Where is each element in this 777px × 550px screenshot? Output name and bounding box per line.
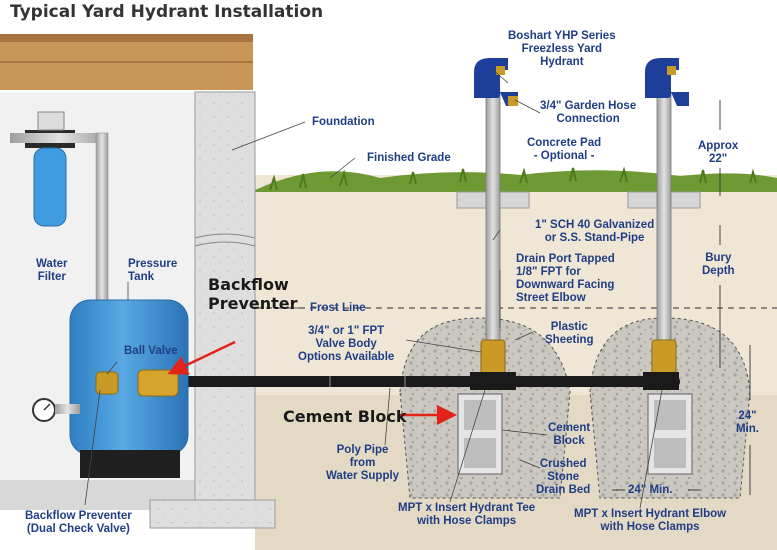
hydrant-head-left: [474, 58, 518, 106]
grass-blades: [269, 166, 757, 191]
hydrant-elbow: [643, 372, 679, 390]
poly-pipe: [175, 376, 680, 387]
label-concrete-pad: Concrete Pad- Optional -: [527, 137, 602, 162]
house-deck-top: [0, 34, 253, 42]
grass-band: [255, 170, 777, 192]
cement-block-right: [647, 393, 693, 475]
label-finished-grade: Finished Grade: [367, 152, 451, 164]
callout-cement-block: Cement Block: [283, 407, 407, 426]
ball-valve: [95, 371, 119, 395]
foundation-footing: [149, 499, 276, 529]
label-ball-valve: Ball Valve: [124, 345, 178, 357]
backflow-preventer: [137, 369, 179, 397]
tank-base: [80, 450, 180, 478]
water-filter: [33, 147, 67, 227]
dimension-lines: [612, 100, 751, 495]
filter-bracket: [37, 111, 65, 131]
diagram-title: Typical Yard Hydrant Installation: [10, 2, 324, 22]
stand-pipe-right: [656, 91, 672, 355]
label-24-min: 24"Min.: [736, 410, 759, 435]
foundation-wall: [194, 91, 256, 513]
label-backflow-dual: Backflow Preventer(Dual Check Valve): [25, 510, 132, 535]
label-foundation: Foundation: [312, 116, 375, 128]
label-frost-line: Frost Line: [310, 302, 366, 314]
backflow-arrow: [167, 340, 236, 375]
leader-lines: [84, 69, 663, 509]
pressure-gauge: [32, 398, 56, 422]
stand-pipe-left: [485, 91, 501, 355]
hydrant-head-right: [645, 58, 689, 106]
label-24-min-horizontal: 24" Min.: [628, 484, 673, 496]
hydrant-tee: [470, 372, 516, 390]
